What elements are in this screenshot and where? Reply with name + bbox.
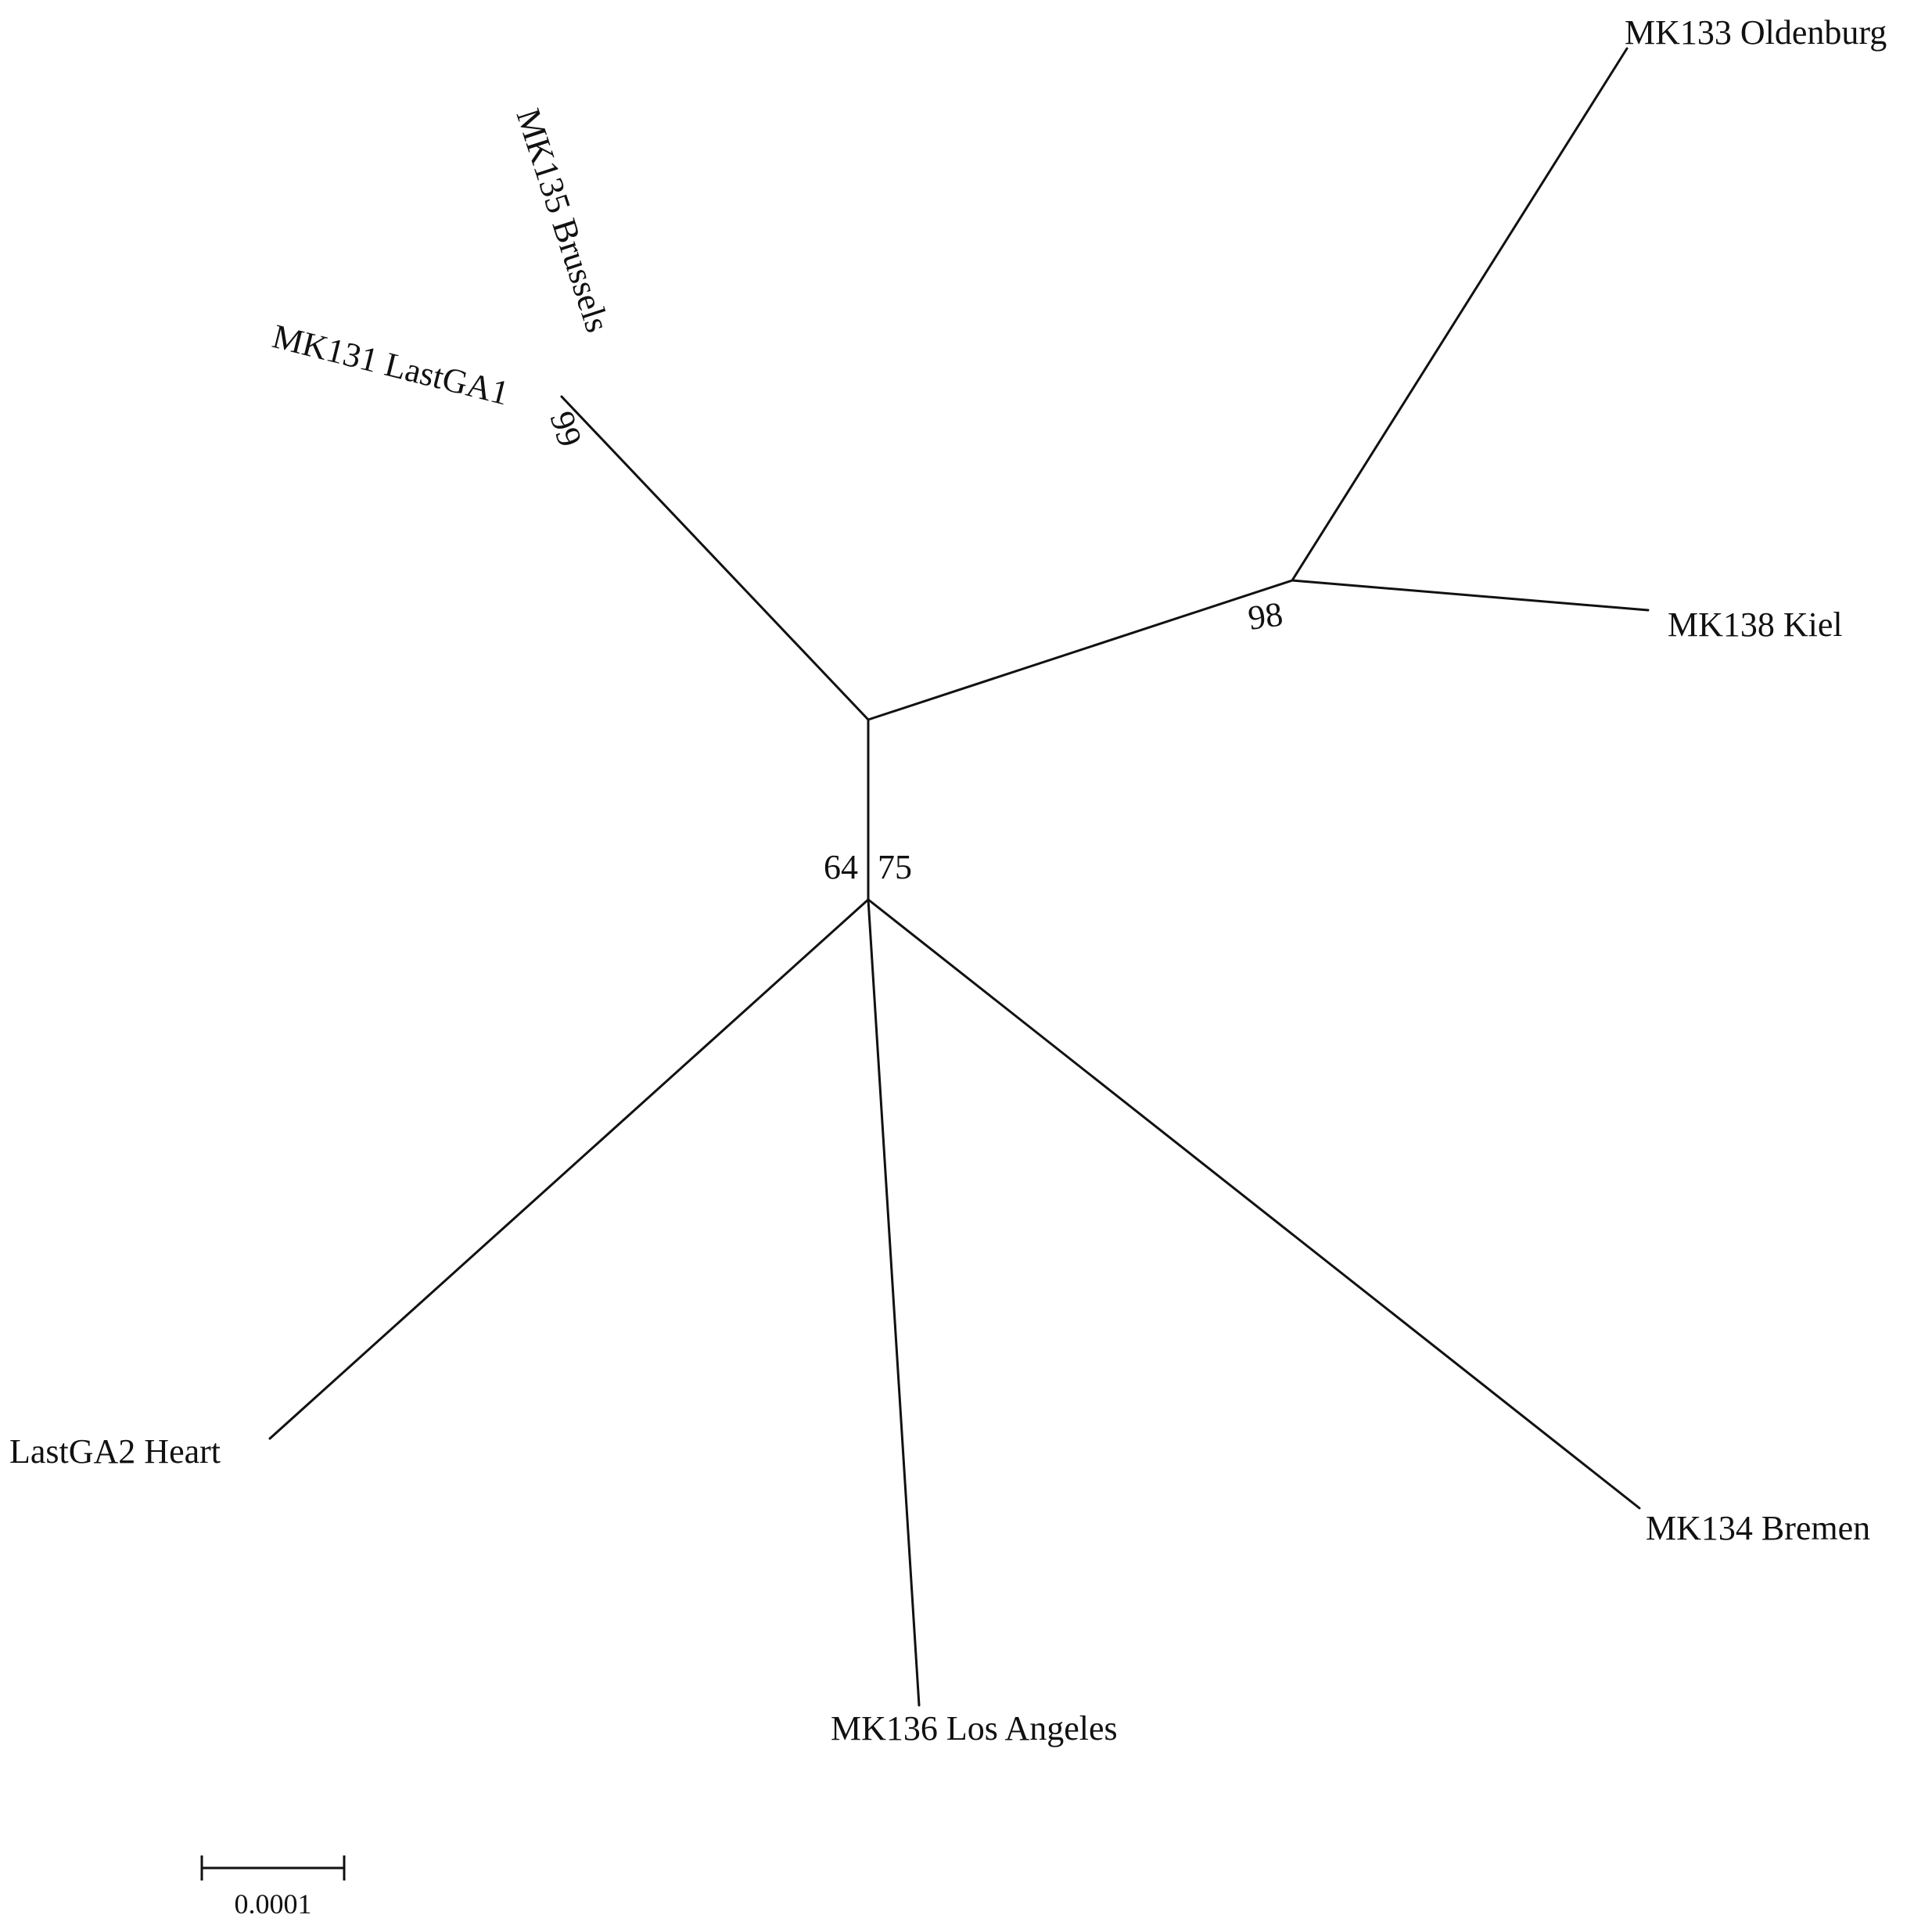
taxon-label-lastga2: LastGA2 Heart: [9, 1432, 221, 1471]
branch-kiel: [1291, 579, 1650, 612]
scale-bar: 0.0001: [200, 1855, 346, 1920]
taxon-labels: MK133 Oldenburg MK138 Kiel MK135 Brussel…: [9, 13, 1887, 1748]
bootstrap-99: 99: [542, 407, 589, 451]
branch-center-to-kiel-node: [867, 579, 1294, 721]
branch-los-angeles: [867, 898, 921, 1707]
branch-oldenburg: [1291, 47, 1629, 582]
branch-brussels-lastga1: [560, 395, 870, 721]
taxon-label-mk135: MK135 Brussels: [508, 104, 616, 337]
scale-bar-label: 0.0001: [235, 1888, 312, 1920]
bootstrap-98: 98: [1246, 595, 1285, 638]
bootstrap-64: 64: [824, 848, 858, 886]
bootstrap-values: 99 98 64 75: [542, 407, 1284, 886]
tree-branches: [268, 47, 1650, 1707]
taxon-label-mk136: MK136 Los Angeles: [831, 1709, 1118, 1748]
bootstrap-75: 75: [878, 848, 912, 886]
taxon-label-mk138: MK138 Kiel: [1668, 605, 1843, 644]
taxon-label-mk131: MK131 LastGA1: [269, 317, 513, 412]
branch-lastga2-heart: [268, 898, 870, 1440]
taxon-label-mk134: MK134 Bremen: [1646, 1509, 1870, 1547]
taxon-label-mk133: MK133 Oldenburg: [1625, 13, 1887, 52]
branch-bremen: [867, 898, 1641, 1510]
